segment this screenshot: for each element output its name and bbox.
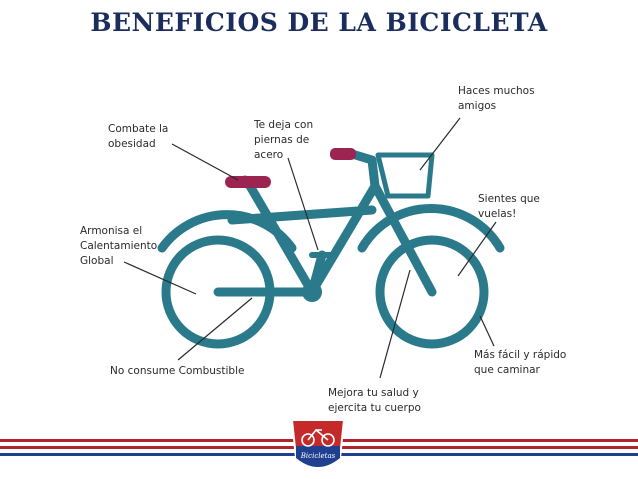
page-title: BENEFICIOS DE LA BICICLETA (90, 8, 548, 37)
label-combustible: No consume Combustible (110, 365, 245, 377)
label-amigos: Haces muchos amigos (458, 85, 535, 112)
leader-piernas (287, 157, 319, 251)
label-calentamiento: Armonisa el Calentamiento Global (80, 225, 158, 267)
label-salud: Mejora tu salud y ejercita tu cuerpo (328, 387, 421, 414)
front-fender (357, 204, 505, 253)
label-caminar: Más fácil y rápido que caminar (474, 349, 567, 376)
leader-combustible (177, 297, 253, 361)
logo-text: Bicicletas (300, 452, 336, 460)
bike-logo-emblem: Bicicletas (290, 419, 346, 468)
leader-salud (379, 269, 411, 379)
leader-caminar (479, 315, 495, 347)
label-obesidad: Combate la obesidad (108, 123, 169, 150)
bike-frame (213, 149, 437, 297)
handlebar-grip (330, 148, 356, 160)
label-piernas: Te deja con piernas de acero (254, 119, 314, 161)
basket (375, 152, 435, 199)
label-vuelas: Sientes que vuelas! (478, 193, 540, 220)
leader-calentamiento (123, 261, 197, 295)
leader-amigos (419, 117, 461, 171)
front-wheel (375, 235, 489, 349)
leader-obesidad (171, 143, 239, 181)
leader-vuelas (457, 221, 497, 277)
bike-seat (225, 176, 271, 188)
